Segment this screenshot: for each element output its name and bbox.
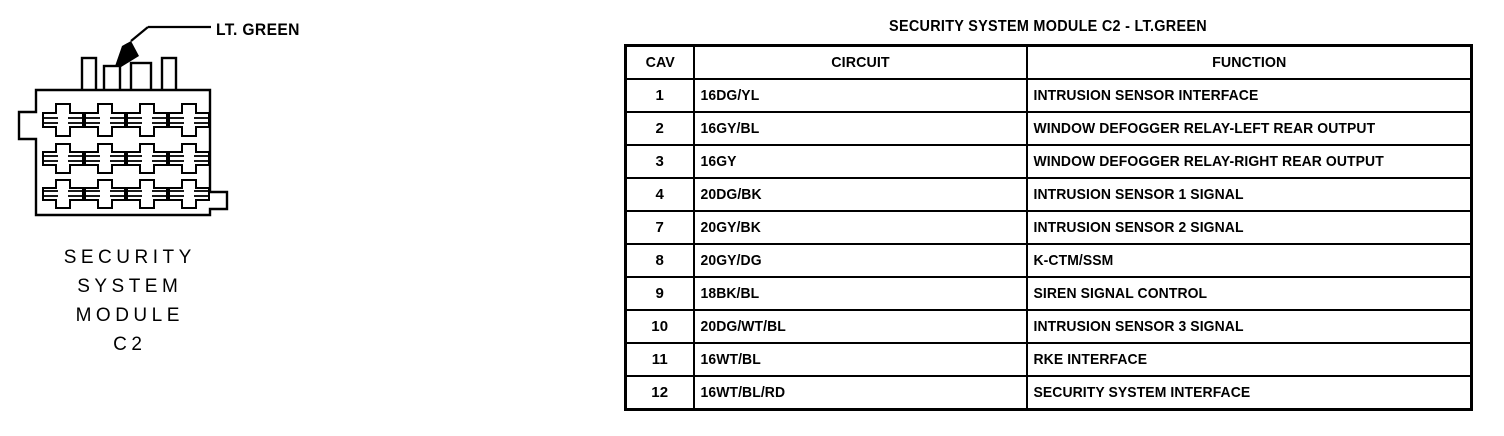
cav-cell: 11	[624, 342, 695, 377]
cavity	[42, 179, 84, 209]
cav-cell: 10	[624, 309, 695, 344]
callout-arrow-icon	[113, 41, 139, 72]
cav-cell: 7	[624, 210, 695, 245]
cav-cell: 2	[624, 111, 695, 146]
connector-top-tabs	[80, 56, 178, 93]
function-cell: RKE INTERFACE	[1025, 342, 1442, 377]
cavity-grid	[42, 103, 210, 209]
function-cell: SECURITY SYSTEM INTERFACE	[1025, 375, 1442, 411]
circuit-cell: 16GY/BL	[692, 111, 1005, 146]
connector-caption: SECURITY SYSTEM MODULE C2	[20, 243, 235, 359]
pinout-table-title: SECURITY SYSTEM MODULE C2 - LT.GREEN	[889, 18, 1207, 35]
circuit-cell: 16WT/BL	[692, 342, 1005, 377]
function-cell: WINDOW DEFOGGER RELAY-RIGHT REAR OUTPUT	[1025, 144, 1442, 179]
table-header-row: CAV CIRCUIT FUNCTION	[626, 44, 1472, 80]
caption-line: SECURITY	[63, 247, 196, 268]
cavity	[84, 179, 126, 209]
callout-label: LT. GREEN	[216, 20, 300, 39]
caption-line: SYSTEM	[77, 276, 183, 297]
cav-cell: 1	[624, 78, 695, 113]
cavity	[168, 143, 210, 174]
cav-cell: 9	[624, 276, 695, 311]
function-cell: SIREN SIGNAL CONTROL	[1025, 276, 1442, 311]
function-cell: WINDOW DEFOGGER RELAY-LEFT REAR OUTPUT	[1025, 111, 1442, 146]
function-cell: INTRUSION SENSOR 3 SIGNAL	[1025, 309, 1442, 344]
connector-figure: LT. GREEN SECURITY SYSTEM MODULE C2	[0, 0, 330, 436]
cav-cell: 8	[624, 243, 695, 278]
pinout-table-head: CAV CIRCUIT FUNCTION	[626, 44, 1472, 80]
cavity	[42, 103, 84, 137]
function-cell: INTRUSION SENSOR INTERFACE	[1025, 78, 1442, 113]
caption-line: C2	[113, 334, 147, 355]
circuit-cell: 18BK/BL	[692, 276, 1005, 311]
circuit-cell: 20GY/BK	[692, 210, 1005, 245]
cavity	[126, 179, 168, 209]
circuit-cell: 16DG/YL	[692, 78, 1005, 113]
cavity	[84, 103, 126, 137]
function-cell: INTRUSION SENSOR 1 SIGNAL	[1025, 177, 1442, 212]
connector-drawing	[17, 25, 229, 217]
circuit-cell: 20DG/BK	[692, 177, 1005, 212]
cavity	[84, 143, 126, 174]
cavity	[126, 103, 168, 137]
cavity	[126, 143, 168, 174]
caption-line: MODULE	[75, 305, 184, 326]
cav-cell: 12	[624, 375, 695, 411]
function-cell: K-CTM/SSM	[1025, 243, 1442, 278]
cavity	[168, 179, 210, 209]
cav-cell: 4	[624, 177, 695, 212]
circuit-cell: 20GY/DG	[692, 243, 1005, 278]
column-header-cav: CAV	[626, 44, 693, 80]
cav-cell: 3	[624, 144, 695, 179]
function-cell: INTRUSION SENSOR 2 SIGNAL	[1025, 210, 1442, 245]
column-header-circuit: CIRCUIT	[700, 44, 1020, 80]
cavity	[168, 103, 210, 137]
column-header-function: FUNCTION	[1036, 44, 1462, 80]
circuit-cell: 16GY	[692, 144, 1005, 179]
pinout-panel: SECURITY SYSTEM MODULE C2 - LT.GREEN CAV…	[624, 18, 1473, 411]
circuit-cell: 20DG/WT/BL	[692, 309, 1005, 344]
callout-leader-line	[130, 25, 211, 42]
cavity	[42, 143, 84, 174]
circuit-cell: 16WT/BL/RD	[692, 375, 1005, 411]
